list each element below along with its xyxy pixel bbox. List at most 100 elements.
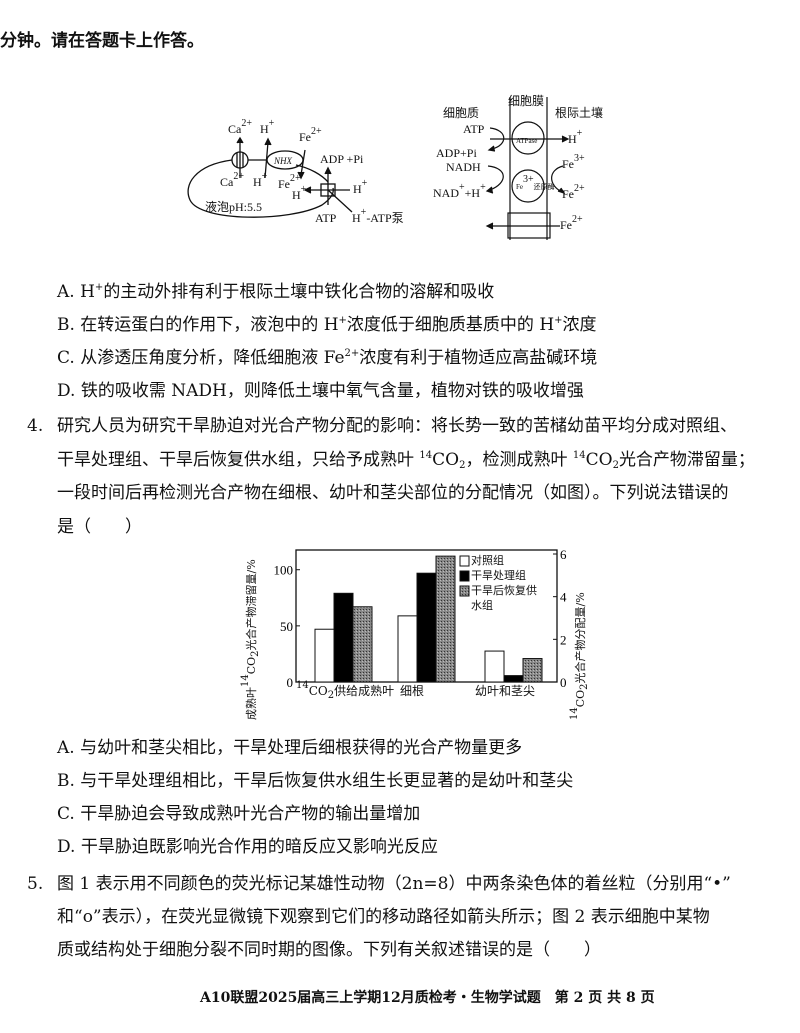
text-segment: 光合产物滞留量/% xyxy=(245,559,258,651)
subscript: 2 xyxy=(612,460,619,471)
superscript: 14 xyxy=(569,707,580,720)
text-segment: 是（ ） xyxy=(57,517,142,537)
superscript: + xyxy=(554,315,563,326)
text-segment: B. 与干旱处理组相比，干旱后恢复供水组生长更显著的是幼叶和茎尖 xyxy=(57,771,574,791)
text-segment: CO xyxy=(574,689,587,708)
atpase-icon xyxy=(511,121,545,155)
legend-swatch-0 xyxy=(459,555,470,567)
q3-option-c[interactable]: C. 从渗透压角度分析，降低细胞液 Fe2+浓度有利于植物适应高盐碱环境 xyxy=(57,347,597,369)
superscript: 2+ xyxy=(344,348,360,359)
q4-stem-line: 干旱处理组、干旱后恢复供水组，只给予成熟叶 14CO2，检测成熟叶 14CO2光… xyxy=(57,449,755,471)
superscript: + xyxy=(300,184,307,195)
superscript: + xyxy=(261,171,268,182)
superscript: + xyxy=(576,128,583,139)
superscript: 14 xyxy=(240,674,251,687)
q4-option-b[interactable]: B. 与干旱处理组相比，干旱后恢复供水组生长更显著的是幼叶和茎尖 xyxy=(57,770,573,792)
ytick-label-right: 0 xyxy=(560,675,567,690)
text-segment: 研究人员为研究干旱胁迫对光合产物分配的影响：将长势一致的苦槠幼苗平均分成对照组、 xyxy=(57,416,737,436)
text-segment: 的主动外排有利于根际土壤中铁化合物的溶解和吸收 xyxy=(103,282,495,302)
text-segment: 光合产物分配量/% xyxy=(574,592,587,684)
label-atpase: ATPase xyxy=(516,134,537,148)
text-segment: C. 干旱胁迫会导致成熟叶光合产物的输出量增加 xyxy=(57,804,421,824)
superscript: 14 xyxy=(572,450,586,461)
bar-1-0 xyxy=(333,592,354,683)
q4-option-d[interactable]: D. 干旱胁迫既影响光合作用的暗反应又影响光反应 xyxy=(57,836,438,858)
label-fe2-bottom: Fe2+ xyxy=(560,215,583,233)
q3-option-d[interactable]: D. 铁的吸收需 NADH，则降低土壤中氧气含量，植物对铁的吸收增强 xyxy=(57,380,584,402)
text-segment: 根际土壤 xyxy=(555,106,604,120)
bar-2-1 xyxy=(435,555,456,683)
text-segment: 还原酶 xyxy=(533,183,555,191)
label-nadh: NADH xyxy=(446,160,481,174)
x-category-label: 细根 xyxy=(400,684,424,698)
q4-option-a[interactable]: A. 与幼叶和茎尖相比，干旱处理后细根获得的光合产物量更多 xyxy=(57,737,522,759)
superscript: 2+ xyxy=(241,118,252,129)
bar-0-1 xyxy=(397,615,418,683)
superscript: + xyxy=(268,118,275,129)
text-segment: H xyxy=(80,282,95,302)
label-ca-top: Ca2+ xyxy=(228,119,252,137)
text-segment: CO xyxy=(432,450,460,470)
superscript: 2+ xyxy=(290,173,301,184)
text-segment: Ca xyxy=(220,175,234,189)
text-segment: 细胞质 xyxy=(443,106,480,120)
text-segment: H xyxy=(568,132,577,146)
q4-stem-line: 一段时间后再检测光合产物在细根、幼叶和茎尖部位的分配情况（如图）。下列说法错误的 xyxy=(57,482,729,504)
subscript: 2 xyxy=(327,690,335,701)
vacuole-diagram-drawing xyxy=(187,136,353,218)
ytick-label-left: 100 xyxy=(274,563,294,578)
text-segment: 图 1 表示用不同颜色的荧光标记某雄性动物（2n=8）中两条染色体的着丝粒（分别… xyxy=(57,874,731,894)
text-segment: 质或结构处于细胞分裂不同时期的图像。下列有关叙述错误的是（ ） xyxy=(57,940,601,960)
text-segment: A. xyxy=(57,282,81,302)
q4-option-c[interactable]: C. 干旱胁迫会导致成熟叶光合产物的输出量增加 xyxy=(57,803,420,825)
label-fe-mid: Fe2+ xyxy=(278,174,301,192)
text-segment: 干旱处理组、干旱后恢复供水组，只给予成熟叶 xyxy=(57,450,420,470)
legend-label-rewater-cont: 水组 xyxy=(471,599,493,612)
legend-label-rewater: 干旱后恢复供 xyxy=(471,584,537,597)
text-segment: 和“o”表示），在荧光显微镜下观察到它们的移动路径如箭头所示；图 2 表示细胞中… xyxy=(57,907,710,927)
page-footer: A10联盟2025届高三上学期12月质检考・生物学试题 第 2 页 共 8 页 xyxy=(200,990,655,1006)
q5-stem-line: 图 1 表示用不同颜色的荧光标记某雄性动物（2n=8）中两条染色体的着丝粒（分别… xyxy=(57,873,731,895)
label-h-top: H+ xyxy=(260,119,274,137)
q3-option-b[interactable]: B. 在转运蛋白的作用下，液泡中的 H+浓度低于细胞质基质中的 H+浓度 xyxy=(57,314,597,336)
label-adp-pi: ADP+Pi xyxy=(436,146,477,160)
bar-1-1 xyxy=(416,572,437,683)
superscript: 2+ xyxy=(311,126,322,137)
text-segment: Ca xyxy=(228,122,242,136)
bar-1-2 xyxy=(503,675,524,683)
superscript: 3+ xyxy=(523,174,534,185)
bar-0-2 xyxy=(484,650,505,683)
superscript: + xyxy=(360,207,367,218)
text-segment: H xyxy=(352,211,361,225)
label-fe-top: Fe2+ xyxy=(299,127,322,145)
q4-number: 4. xyxy=(27,416,44,436)
legend-label-control: 对照组 xyxy=(471,554,504,567)
text-segment: ATP xyxy=(463,122,485,136)
label-h-right: H+ xyxy=(353,179,367,197)
superscript: 2+ xyxy=(574,183,585,194)
label-ca-bottom: Ca2+ xyxy=(220,172,244,190)
header-text: 分钟。请在答题卡上作答。 xyxy=(0,31,204,51)
ytick-label-right: 2 xyxy=(560,632,567,647)
superscript: 2+ xyxy=(572,214,583,225)
subscript: 2 xyxy=(579,683,590,690)
label-atp: ATP xyxy=(463,122,484,136)
text-segment: NAD xyxy=(433,186,459,200)
superscript: + xyxy=(338,315,347,326)
fe-reductase-icon xyxy=(511,169,545,203)
q3-option-a[interactable]: A. H+的主动外排有利于根际土壤中铁化合物的溶解和吸收 xyxy=(57,281,494,303)
text-segment: 浓度 xyxy=(562,315,597,335)
label-cell-membrane: 细胞膜 xyxy=(508,94,544,108)
text-segment: Fe xyxy=(560,218,572,232)
bar-2-2 xyxy=(522,658,543,683)
text-segment: ATPase xyxy=(516,137,538,145)
text-segment: A. 与幼叶和茎尖相比，干旱处理后细根获得的光合产物量更多 xyxy=(57,738,523,758)
superscript: 2+ xyxy=(233,171,244,182)
label-h-atp-pump: H+-ATP泵 xyxy=(352,208,404,226)
label-nhx: NHX xyxy=(274,154,292,168)
legend-swatch-1 xyxy=(459,570,470,582)
label-vacuole-ph: 液泡pH:5.5 xyxy=(205,200,262,214)
text-segment: 液泡pH:5.5 xyxy=(205,200,263,214)
label-nad-h: NAD++H+ xyxy=(433,183,486,201)
text-segment: 幼叶和茎尖 xyxy=(475,684,536,698)
